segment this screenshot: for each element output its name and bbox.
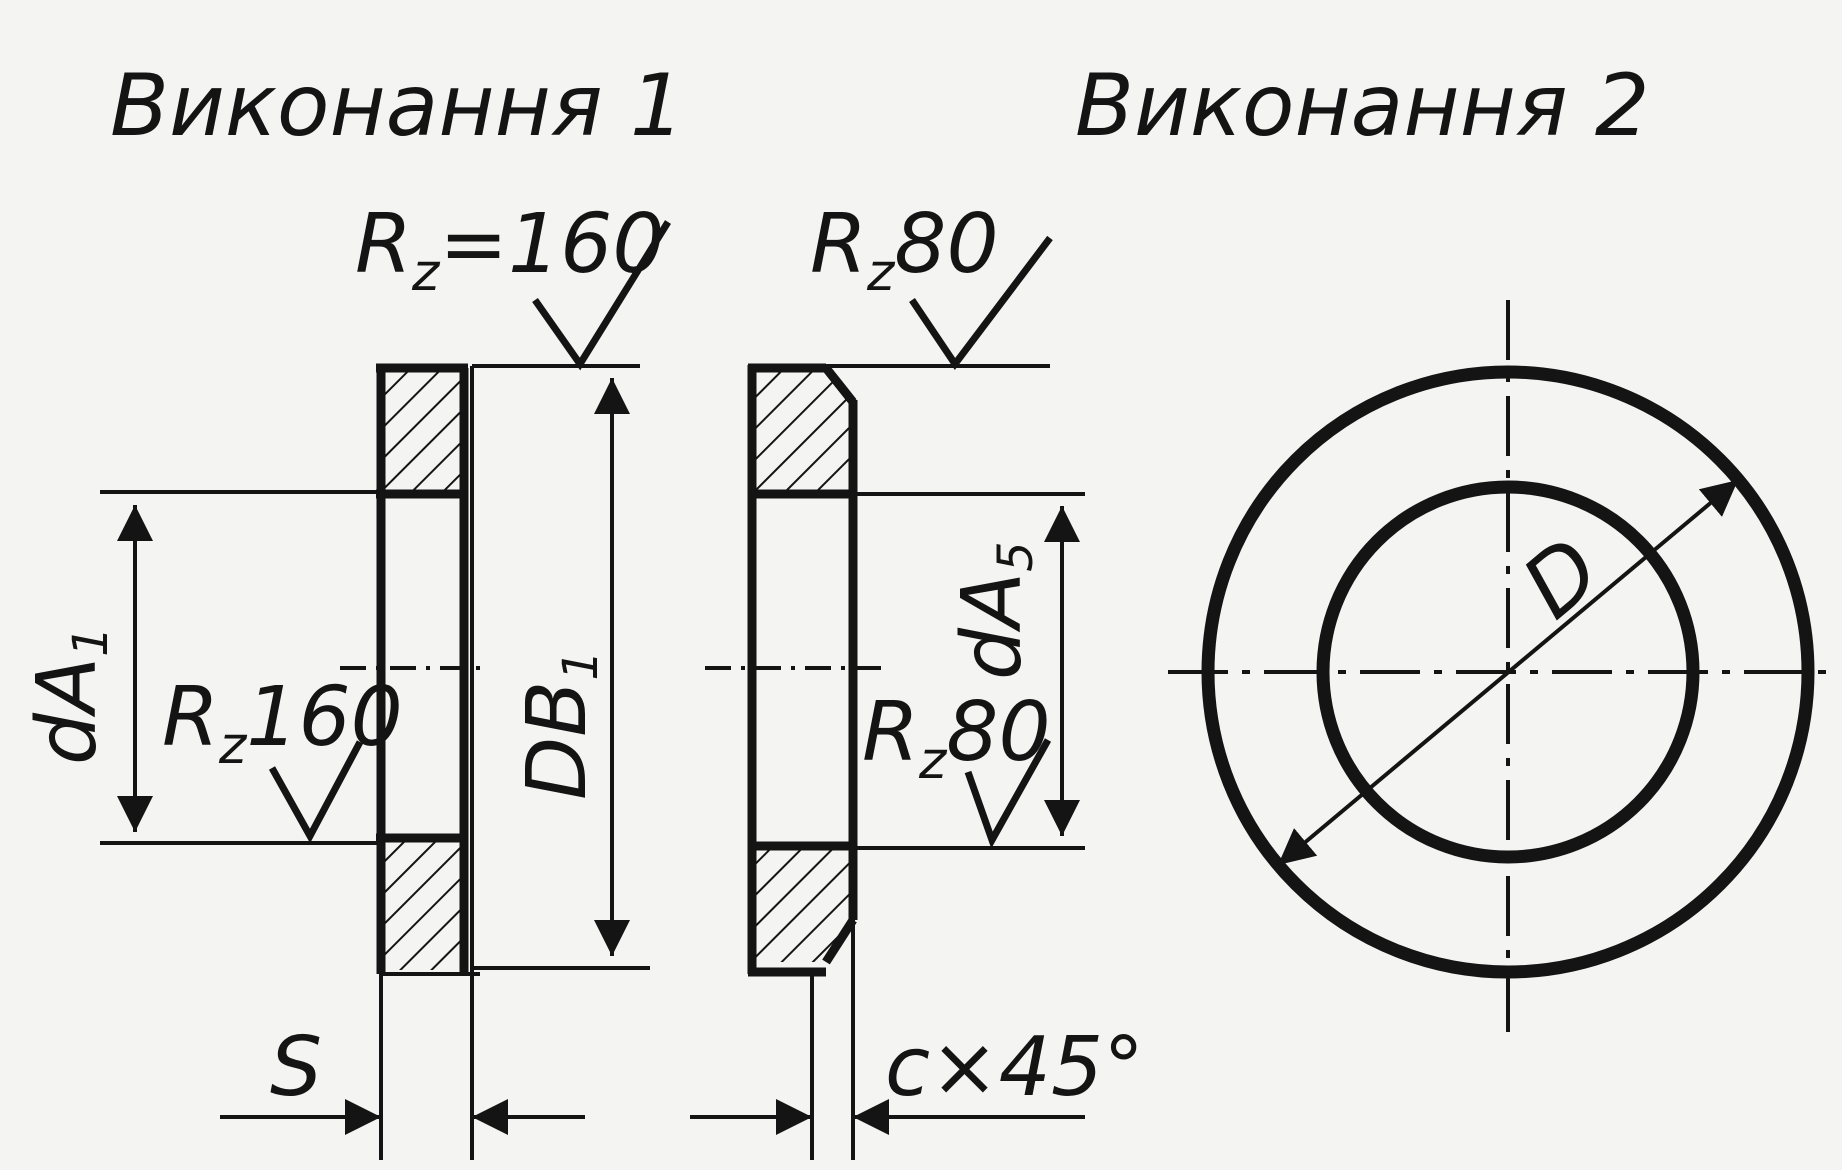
v1-roughness-bore-label: Rz160 — [162, 670, 403, 776]
v2-roughness-top-label: Rz80 — [810, 197, 999, 303]
v1-hatch-bottom — [385, 838, 460, 970]
v2-chamfer-label: c×45° — [885, 1020, 1144, 1115]
v1-outline — [376, 363, 469, 974]
v2-hatch-bottom — [756, 848, 850, 962]
v2-roughness-bore-label: Rz80 — [862, 685, 1051, 791]
v1-roughness-top-symbol — [532, 220, 671, 371]
title-variant-2: Виконання 2 — [1075, 56, 1650, 156]
v2-outline — [747, 363, 858, 977]
v2-hatch-top — [756, 368, 850, 492]
v1-bore-dim-label: dA1 — [20, 626, 119, 765]
v1-hatch-top — [385, 368, 460, 492]
v2-roughness-top-symbol — [909, 235, 1053, 371]
v2-bore-dim-label: dA5 — [945, 541, 1044, 680]
v1-thin-lines — [100, 364, 650, 1160]
v1-thickness-label: S — [270, 1020, 322, 1115]
v1-outer-dim-label: DB1 — [510, 650, 609, 800]
v2-thin-lines — [705, 364, 1085, 1160]
title-variant-1: Виконання 1 — [110, 56, 685, 156]
v1-roughness-bore-symbol — [268, 740, 364, 844]
diameter-dim-line — [1276, 478, 1740, 867]
variant-1-section: dA1 DB1 Rz=160 Rz160 S — [20, 197, 671, 1160]
front-view: D — [1168, 300, 1835, 1045]
diameter-dim-label: D — [1504, 519, 1619, 638]
variant-2-section: dA5 Rz80 Rz80 c×45° — [690, 197, 1144, 1160]
v1-roughness-top-label: Rz=160 — [355, 197, 665, 303]
v2-roughness-bore-symbol — [964, 738, 1052, 849]
